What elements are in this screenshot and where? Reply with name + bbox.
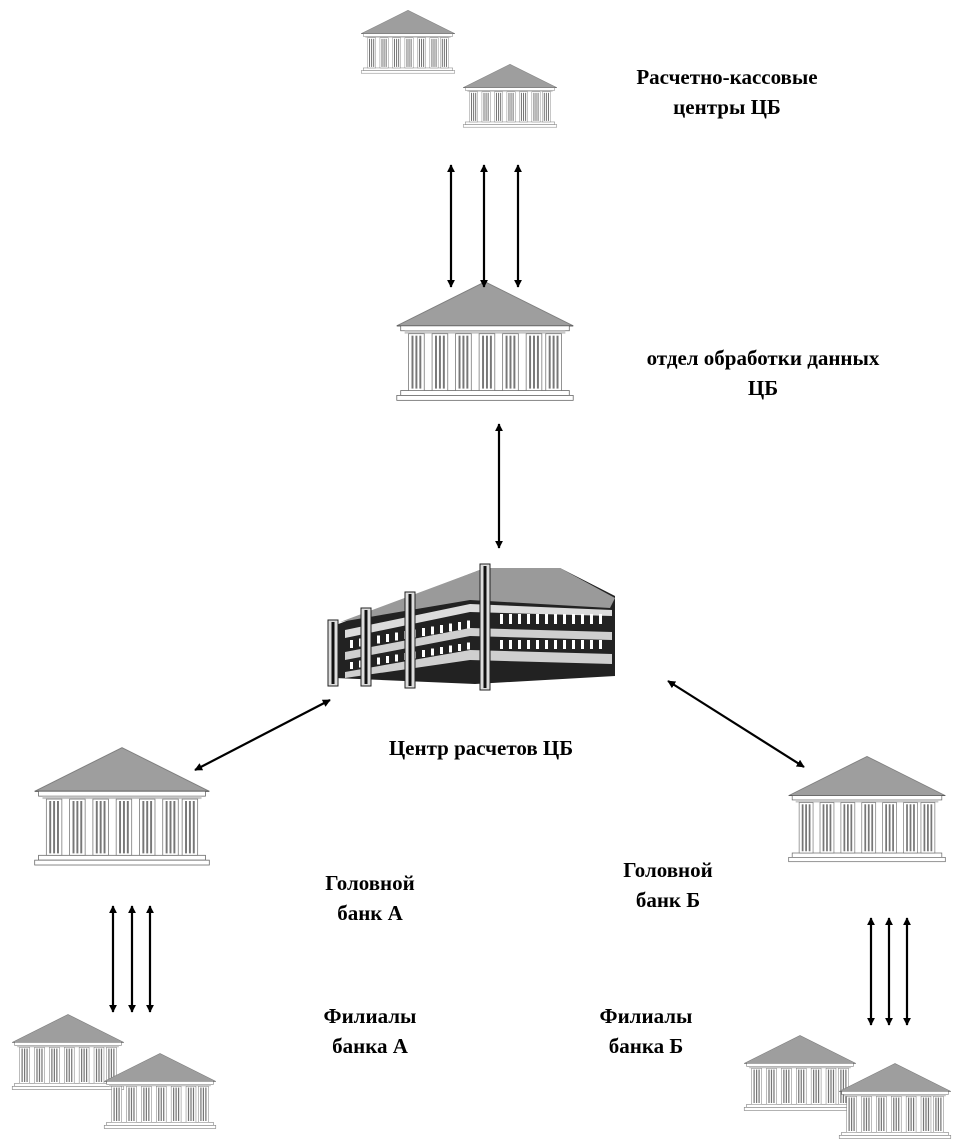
- label-branches-b: Филиалы банка Б: [599, 1004, 693, 1058]
- bank-building-icon: [462, 63, 558, 128]
- bank-building-icon: [34, 747, 210, 866]
- label-processing: отдел обработки данных ЦБ: [646, 346, 880, 400]
- bank-building-icon: [396, 281, 574, 401]
- bank-building-icon: [838, 1063, 952, 1139]
- label-head-a: Головной банк А: [325, 871, 415, 925]
- arrow-center-head-b: [667, 680, 805, 768]
- label-center: Центр расчетов ЦБ: [388, 736, 574, 760]
- label-rkc: Расчетно-кассовые центры ЦБ: [636, 65, 818, 119]
- bank-building-icon: [788, 756, 946, 863]
- label-branches-a: Филиалы банка А: [323, 1004, 417, 1058]
- bank-building-icon: [103, 1053, 217, 1129]
- bank-building-icon: [360, 9, 456, 74]
- bank-building-icon: [743, 1035, 857, 1111]
- label-head-b: Головной банк Б: [623, 858, 713, 912]
- arrow-center-head-a: [194, 699, 331, 771]
- bank-building-icon: [11, 1014, 125, 1090]
- office-building-icon: [327, 563, 615, 691]
